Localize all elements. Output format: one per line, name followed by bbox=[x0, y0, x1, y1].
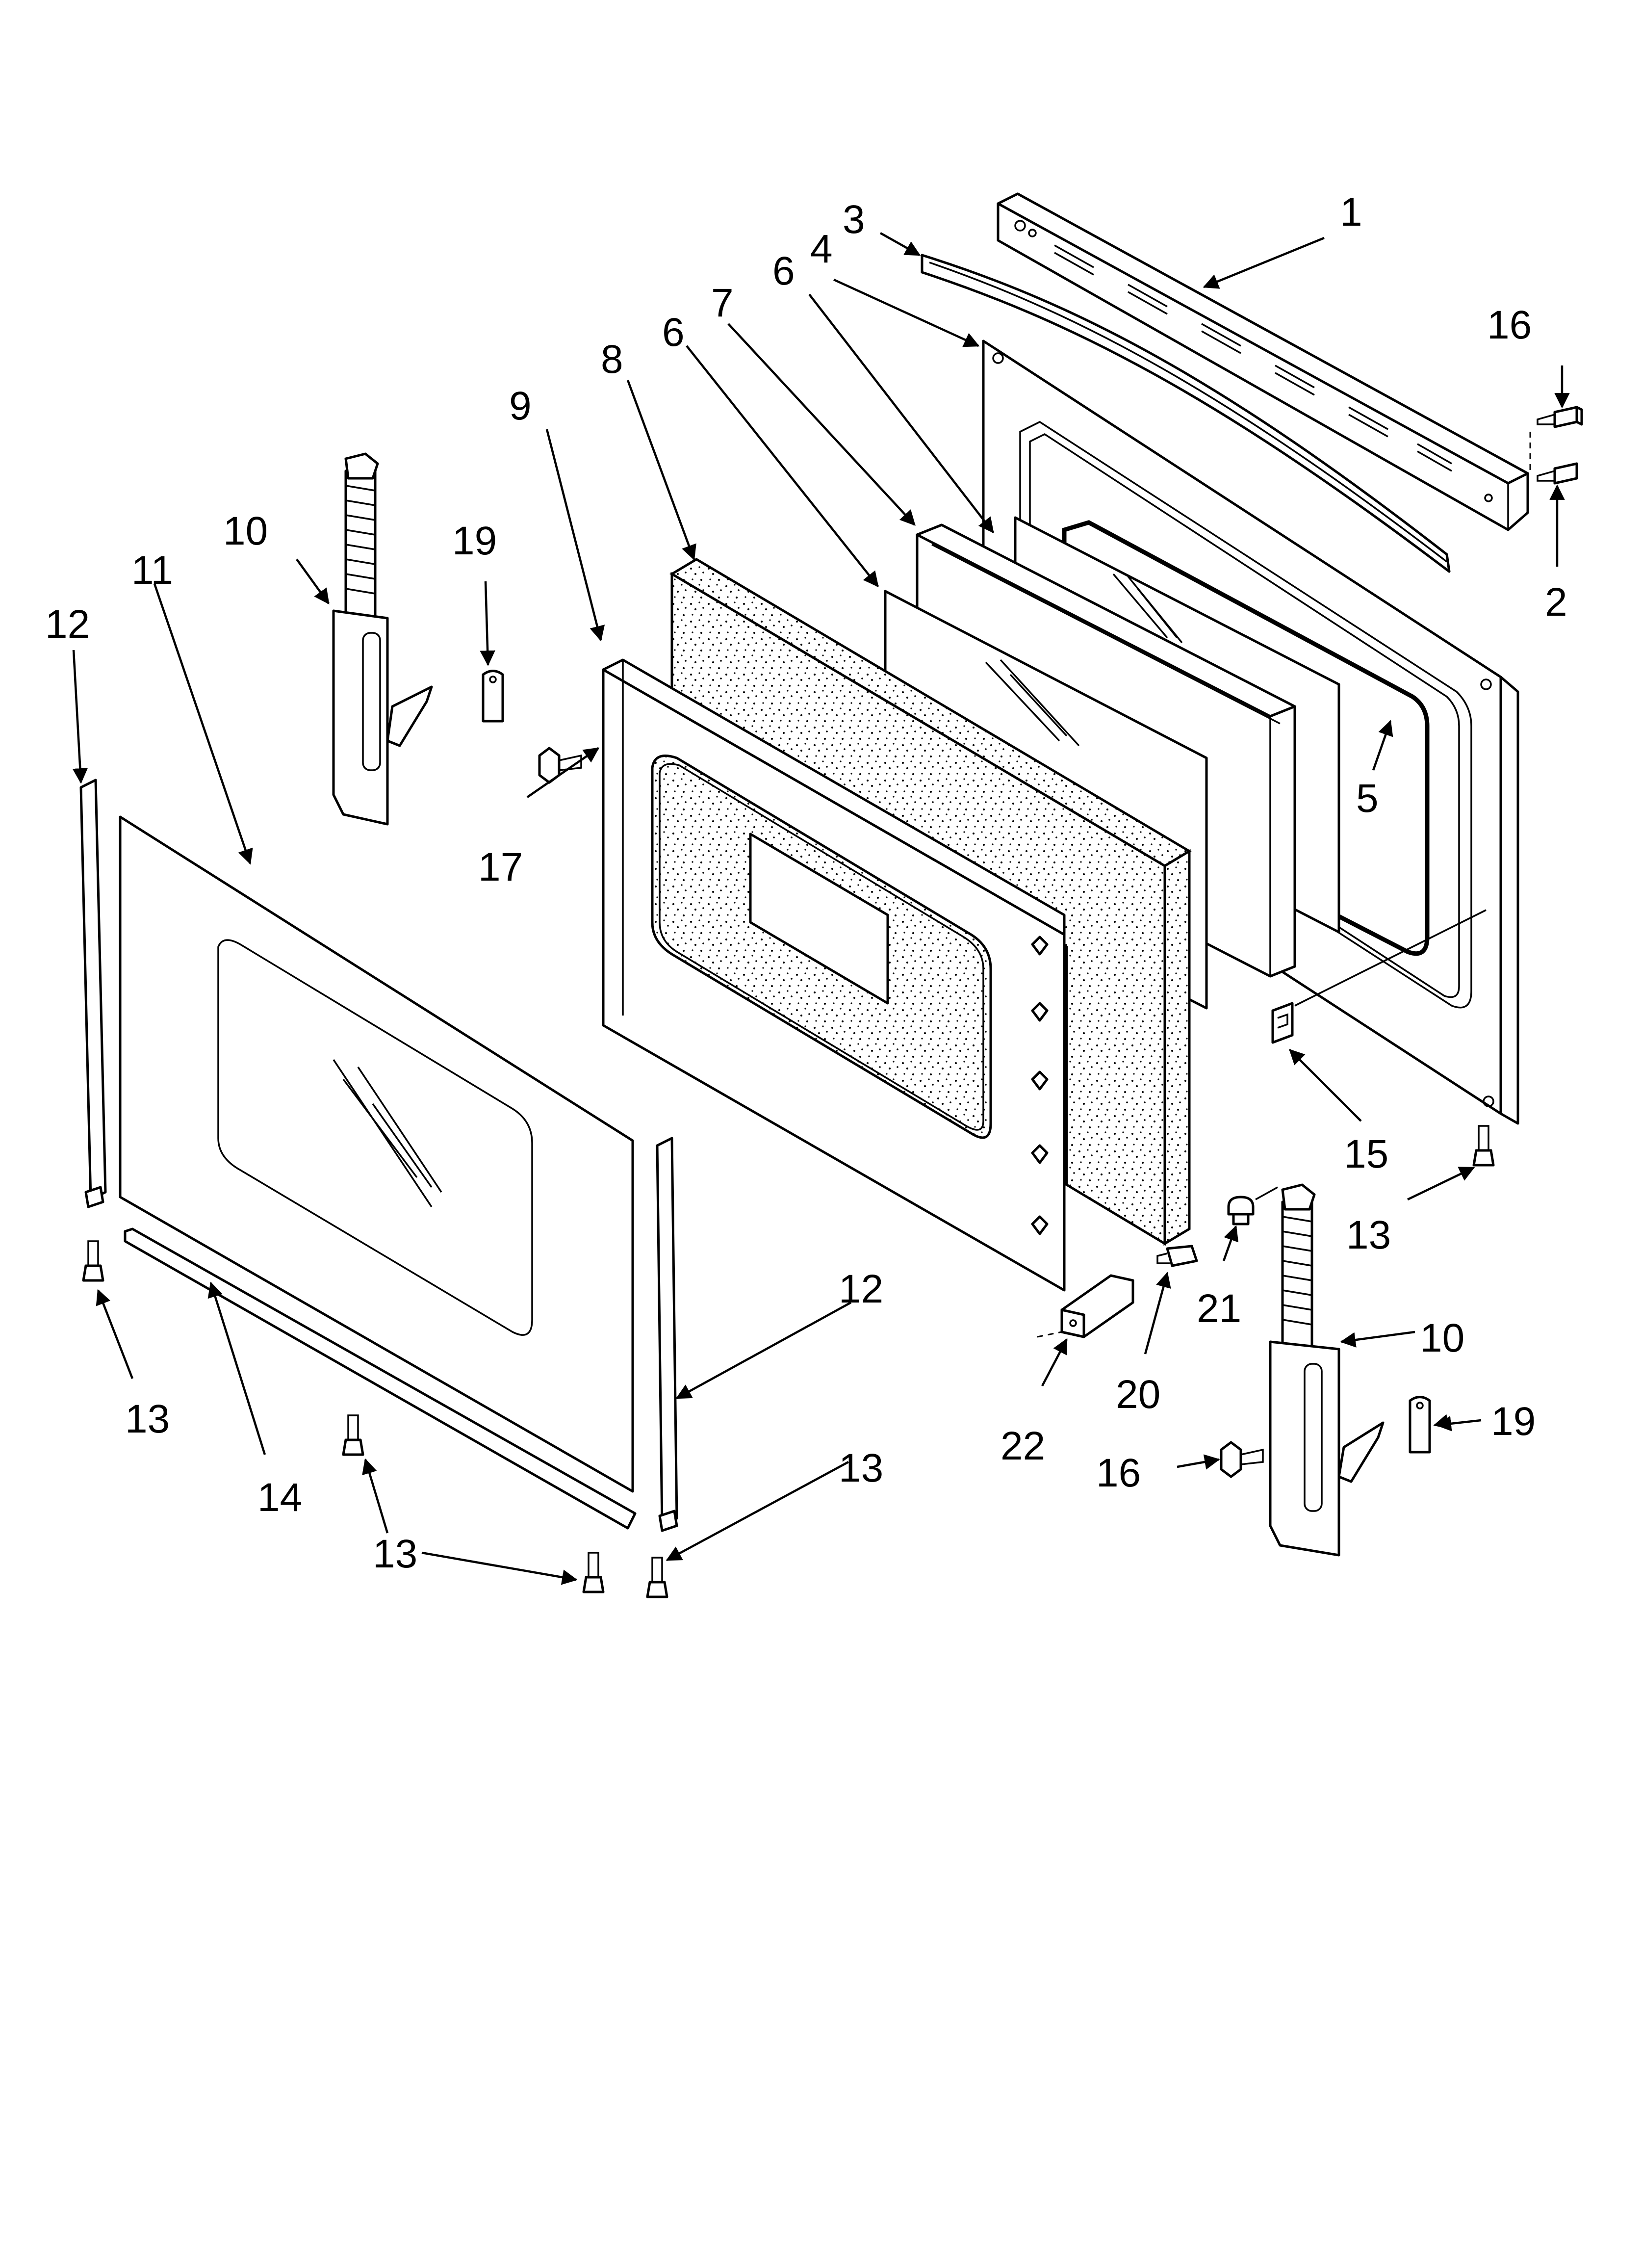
part-19-hinge-clip-right bbox=[1409, 1396, 1431, 1454]
callout-6-rear: 6 bbox=[772, 249, 795, 293]
part-16-screw-top bbox=[1537, 406, 1583, 485]
part-13-screw-bottom-center bbox=[342, 1414, 364, 1456]
callout-21: 21 bbox=[1197, 1286, 1241, 1331]
callout-2: 2 bbox=[1545, 580, 1567, 625]
part-20-screw bbox=[1156, 1245, 1198, 1267]
part-12-left-side-trim bbox=[79, 779, 107, 1208]
callout-10-left: 10 bbox=[223, 509, 268, 553]
part-10-hinge-left bbox=[332, 452, 433, 826]
part-13-screw-bottom-right-1 bbox=[582, 1552, 605, 1593]
callout-15: 15 bbox=[1344, 1132, 1388, 1176]
part-16-screw-hinge bbox=[1220, 1441, 1264, 1478]
part-13-screw-left bbox=[82, 1240, 104, 1282]
plug-guide-line bbox=[1255, 1186, 1278, 1200]
callout-20: 20 bbox=[1116, 1372, 1160, 1417]
callout-17: 17 bbox=[478, 845, 523, 889]
callout-1: 1 bbox=[1340, 190, 1362, 235]
callout-labels: 1 2 3 4 5 6 6 7 8 9 10 10 11 12 12 13 13… bbox=[45, 190, 1567, 1576]
callout-6-front: 6 bbox=[662, 310, 685, 355]
part-1-vent-trim bbox=[997, 192, 1529, 531]
part-13-screw-bottom-right-2 bbox=[646, 1557, 668, 1598]
callout-5: 5 bbox=[1356, 776, 1379, 821]
callout-13-bottom-right: 13 bbox=[839, 1446, 883, 1490]
callout-14: 14 bbox=[257, 1475, 302, 1520]
leader-lines bbox=[72, 232, 1570, 1585]
callout-22: 22 bbox=[1001, 1424, 1045, 1468]
callout-3: 3 bbox=[843, 197, 865, 242]
part-3-door-handle bbox=[921, 254, 1451, 573]
part-15-spring-clip bbox=[1271, 1002, 1294, 1044]
callout-12-right: 12 bbox=[839, 1267, 883, 1311]
part-10-hinge-right bbox=[1269, 1183, 1385, 1557]
callout-13-left: 13 bbox=[125, 1397, 170, 1441]
callout-13-bottom: 13 bbox=[373, 1532, 417, 1576]
part-11-outer-door-glass bbox=[119, 815, 634, 1493]
part-19-hinge-clip-left bbox=[482, 670, 504, 723]
callout-8: 8 bbox=[601, 337, 623, 382]
callout-19-left: 19 bbox=[452, 519, 497, 563]
callout-13-liner: 13 bbox=[1346, 1213, 1391, 1257]
part-9-door-frame bbox=[602, 658, 1066, 1292]
callout-16-hinge: 16 bbox=[1096, 1451, 1141, 1495]
callout-12-left: 12 bbox=[45, 602, 90, 647]
callout-7: 7 bbox=[711, 281, 734, 325]
part-13-screw-liner bbox=[1472, 1125, 1495, 1167]
callout-4: 4 bbox=[810, 227, 833, 271]
callout-11: 11 bbox=[131, 548, 173, 593]
part-14-bottom-door-trim bbox=[124, 1227, 637, 1530]
callout-10-right: 10 bbox=[1420, 1316, 1464, 1360]
callout-19-right: 19 bbox=[1491, 1399, 1536, 1444]
part-21-plug-button bbox=[1227, 1196, 1255, 1225]
bracket-guide-line bbox=[1037, 1331, 1062, 1338]
clip-guide-line bbox=[1294, 909, 1487, 1007]
callout-16-top: 16 bbox=[1487, 303, 1532, 347]
part-12-right-side-trim bbox=[656, 1137, 678, 1532]
callout-9: 9 bbox=[509, 384, 532, 428]
part-22-door-bracket bbox=[1060, 1274, 1134, 1338]
